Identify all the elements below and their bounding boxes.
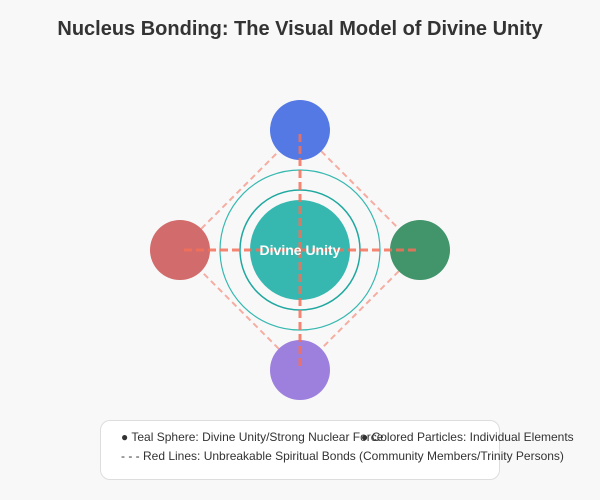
nucleus-diagram: Divine Unity bbox=[150, 100, 450, 400]
legend-item-colored-particles: ● Colored Particles: Individual Elements bbox=[361, 430, 574, 444]
particle-top bbox=[270, 100, 330, 160]
legend: ● Teal Sphere: Divine Unity/Strong Nucle… bbox=[100, 420, 574, 480]
nucleus-label: Divine Unity bbox=[260, 242, 341, 258]
legend-item-teal-sphere: ● Teal Sphere: Divine Unity/Strong Nucle… bbox=[121, 430, 384, 444]
page-title: Nucleus Bonding: The Visual Model of Div… bbox=[57, 18, 543, 40]
particle-bottom bbox=[270, 340, 330, 400]
legend-item-particles-note: (Community Members/Trinity Persons) bbox=[359, 449, 564, 463]
particle-right bbox=[390, 220, 450, 280]
legend-item-red-lines: - - - Red Lines: Unbreakable Spiritual B… bbox=[121, 449, 356, 463]
particle-left bbox=[150, 220, 210, 280]
particles bbox=[150, 100, 450, 400]
cross-bonds bbox=[180, 130, 420, 370]
